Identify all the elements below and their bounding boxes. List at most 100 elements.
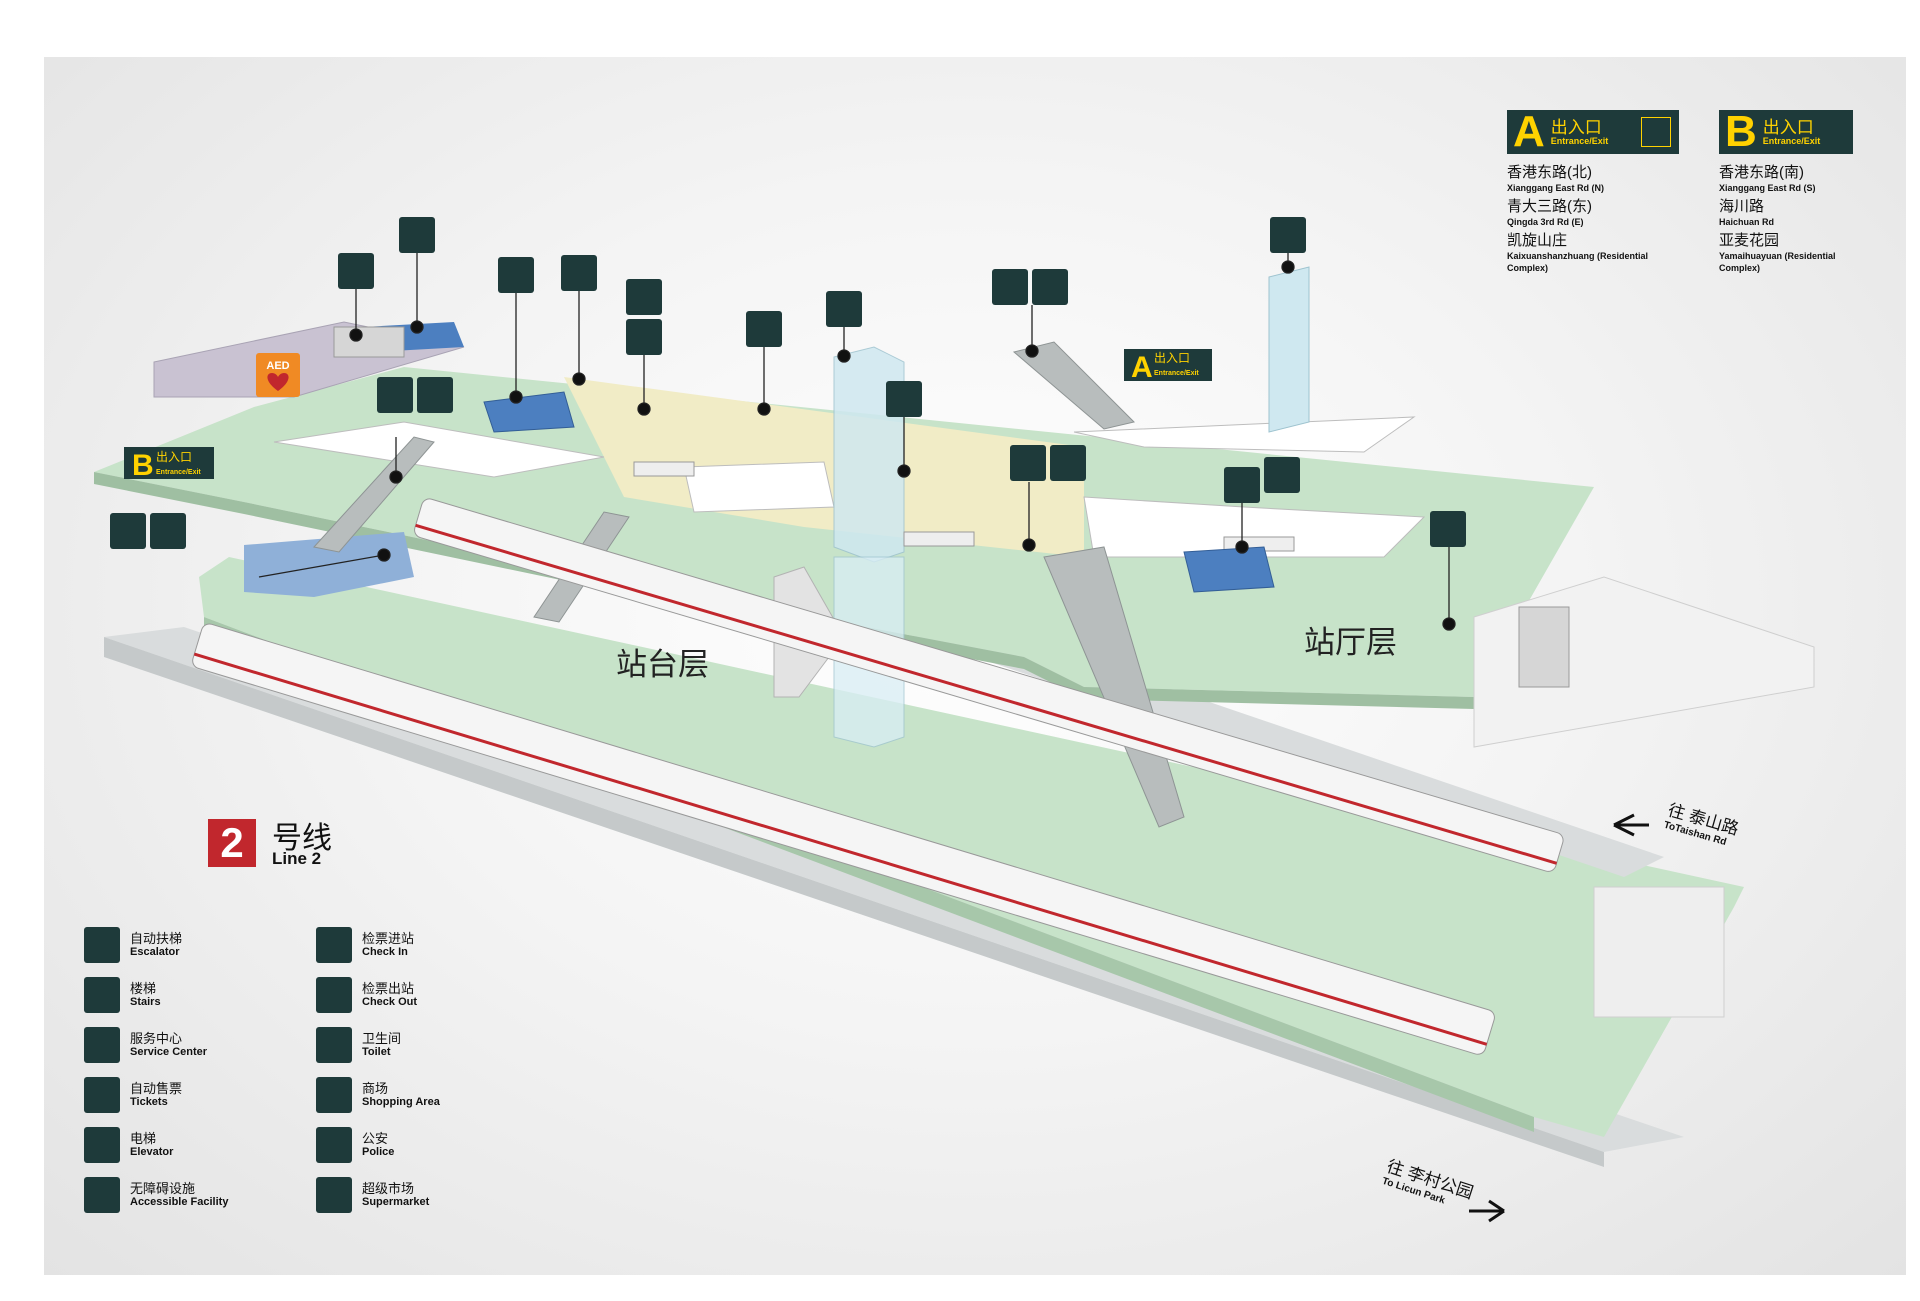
entrance-a-label-cn: 出入口 <box>1550 117 1602 137</box>
line-name-en: Line 2 <box>272 849 322 868</box>
entrance-b-street-2-cn: 海川路 <box>1719 198 1765 215</box>
entrance-a-header: A 出入口 Entrance/Exit <box>1507 110 1679 154</box>
supermarket-icon <box>316 1177 352 1213</box>
entrance-b-letter: B <box>1725 107 1757 156</box>
map-stairs-icon-a <box>992 269 1028 305</box>
legend-police-cn: 公安 <box>362 1130 389 1146</box>
map-elevator-icon-right <box>1270 217 1306 253</box>
check-in-icon <box>316 927 352 963</box>
entrance-b-street-3-en: Yamaihuayuan (Residential Complex) <box>1719 251 1836 273</box>
opening-middle <box>683 461 835 513</box>
legend-check-in-en: Check In <box>362 945 408 958</box>
track-bed-lower-side <box>104 637 1604 1167</box>
map-accessible-icon <box>150 513 186 549</box>
map-entrance-b-tag: B 出入口 Entrance/Exit <box>124 447 214 482</box>
station-3d-diagram: AED B 出入口 Entrance/Exit A 出入口 Entrance/E… <box>94 217 1815 1223</box>
line-number-badge: 2 <box>208 819 256 867</box>
legend-check-out-cn: 检票出站 <box>362 980 415 996</box>
gates-west <box>633 461 695 477</box>
map-escalator-icon-east <box>1050 445 1086 481</box>
legend-service-center-en: Service Center <box>130 1045 208 1058</box>
entrance-b-header: B 出入口 Entrance/Exit <box>1719 110 1853 154</box>
north-arrow-icon <box>1613 813 1649 837</box>
stairs-icon <box>84 977 120 1013</box>
entrance-a-label-en: Entrance/Exit <box>1550 135 1609 146</box>
entrance-a-street-2-cn: 青大三路(东) <box>1507 198 1592 215</box>
elevator-shaft-center <box>833 346 905 563</box>
opening-right <box>1083 496 1426 558</box>
entrance-a-street-3-cn: 凯旋山庄 <box>1507 232 1568 249</box>
ticket-machine-icon <box>84 1077 120 1113</box>
entrance-b-street-1-cn: 香港东路(南) <box>1719 164 1804 181</box>
concourse-floor-label: 站厅层 <box>1304 625 1397 660</box>
entrance-b-street-1-en: Xianggang East Rd (S) <box>1719 183 1816 193</box>
entrance-a-info: A 出入口 Entrance/Exit 香港东路(北) Xianggang Ea… <box>1507 110 1679 278</box>
elevator-icon <box>84 1127 120 1163</box>
elevator-shaft-right <box>1268 266 1310 433</box>
train-lower <box>192 623 1495 1055</box>
police-icon <box>316 1127 352 1163</box>
accessible-icon <box>84 1177 120 1213</box>
toilet-icon <box>316 1027 352 1063</box>
aed-label: AED <box>266 360 289 372</box>
elevator-icon <box>1641 117 1671 147</box>
map-toilet-icon <box>110 513 146 549</box>
map-check-in-icon-west <box>626 319 662 355</box>
entrance-b-streets: 香港东路(南) Xianggang East Rd (S) 海川路 Haichu… <box>1719 164 1853 274</box>
map-stairs-icon-east <box>1010 445 1046 481</box>
legend-toilet-cn: 卫生间 <box>362 1030 402 1046</box>
entrance-b-street-3-cn: 亚麦花园 <box>1719 232 1780 249</box>
entrance-a-street-1-cn: 香港东路(北) <box>1507 164 1592 181</box>
entrance-b-label-cn: 出入口 <box>1762 117 1814 137</box>
legend-elevator-en: Elevator <box>130 1145 174 1158</box>
escalator-icon <box>84 927 120 963</box>
legend-shopping-en: Shopping Area <box>362 1095 440 1108</box>
map-ticket-machine-icon <box>338 253 374 289</box>
opening-left <box>273 421 605 478</box>
aed-box <box>256 353 300 397</box>
entrance-a-street-1-en: Xianggang East Rd (N) <box>1507 183 1605 193</box>
legend-escalator-en: Escalator <box>130 945 180 958</box>
line-name-cn: 号线 <box>272 822 332 855</box>
map-service-center-icon <box>498 257 534 293</box>
platform-floor-label: 站台层 <box>616 647 709 682</box>
legend-check-out-en: Check Out <box>362 995 418 1008</box>
svg-text:A: A <box>1131 351 1153 384</box>
legend-stairs-en: Stairs <box>130 995 161 1008</box>
platform-service-block <box>1593 886 1725 1018</box>
entrance-a-streets: 香港东路(北) Xianggang East Rd (N) 青大三路(东) Qi… <box>1507 164 1679 274</box>
svg-text:Entrance/Exit: Entrance/Exit <box>156 469 201 476</box>
map-entrance-a-tag: A 出入口 Entrance/Exit <box>1124 349 1212 384</box>
service-center-west <box>483 391 575 433</box>
map-police-icon <box>399 217 435 253</box>
aed-heart-icon <box>267 373 289 391</box>
map-escalator-icon-a <box>1032 269 1068 305</box>
svg-text:出入口: 出入口 <box>1154 351 1190 365</box>
map-escalator-icon-b <box>417 377 453 413</box>
svg-text:B: B <box>132 449 154 482</box>
map-check-in-icon-center <box>886 381 922 417</box>
map-ticket-machine-icon-east <box>1430 511 1466 547</box>
service-center-icon <box>84 1027 120 1063</box>
legend-supermarket-cn: 超级市场 <box>362 1180 415 1196</box>
entrance-a-street-3-en: Kaixuanshanzhuang (Residential Complex) <box>1507 251 1649 273</box>
entrance-a-street-2-en: Qingda 3rd Rd (E) <box>1507 217 1584 227</box>
map-canvas: AED B 出入口 Entrance/Exit A 出入口 Entrance/E… <box>44 57 1906 1275</box>
south-arrow-icon <box>1469 1199 1505 1223</box>
map-stairs-icon-center <box>746 311 782 347</box>
entrance-b-info: B 出入口 Entrance/Exit 香港东路(南) Xianggang Ea… <box>1719 110 1853 278</box>
legend-accessible-cn: 无障碍设施 <box>130 1180 196 1196</box>
entrance-a-letter: A <box>1513 107 1545 156</box>
map-elevator-icon-center <box>826 291 862 327</box>
